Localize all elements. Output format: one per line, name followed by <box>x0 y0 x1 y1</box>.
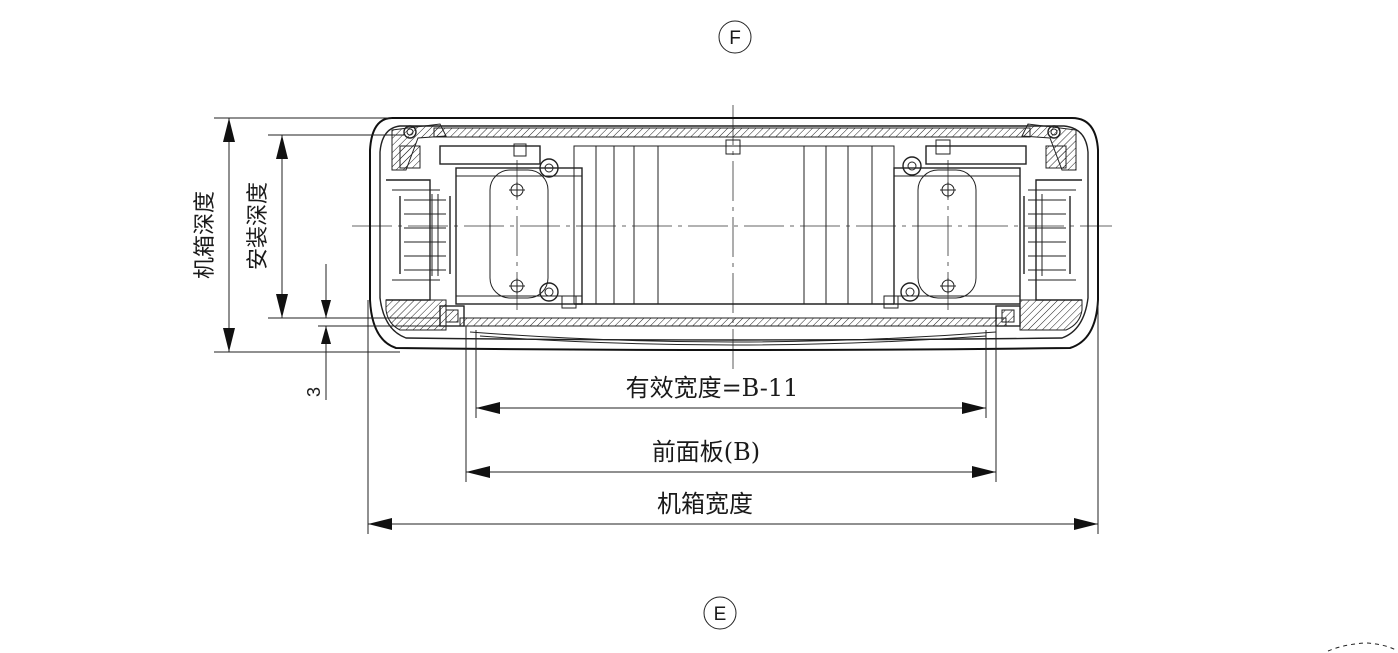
case-depth-dimension: 机箱深度 <box>193 117 400 353</box>
enclosure-housing <box>369 117 1099 351</box>
view-marker-top-label: F <box>729 28 741 49</box>
left-mounting-bracket <box>455 143 583 305</box>
center-heatsink-fins <box>561 145 899 309</box>
case-width-dimension: 机箱宽度 <box>367 300 1099 534</box>
view-marker-bottom: E <box>703 596 737 630</box>
front-panel-label: 前面板(B) <box>652 438 760 466</box>
mount-depth-dimension: 安装深度 <box>246 134 440 319</box>
right-corner-profile <box>995 123 1083 331</box>
right-terminal-strip <box>1023 194 1071 276</box>
top-guide-rail <box>439 139 1027 165</box>
left-terminal-strip <box>399 194 451 276</box>
view-marker-bottom-label: E <box>714 604 727 625</box>
case-width-label: 机箱宽度 <box>657 490 753 518</box>
front-panel-dimension: 前面板(B) <box>465 326 997 482</box>
right-mounting-bracket <box>893 156 1021 305</box>
mount-depth-label: 安装深度 <box>246 182 271 270</box>
view-marker-top: F <box>718 20 752 54</box>
effective-width-dimension: 有效宽度=B-11 <box>475 330 987 418</box>
offset-label: 3 <box>304 387 324 397</box>
left-corner-profile <box>385 123 465 331</box>
effective-width-label: 有效宽度=B-11 <box>626 374 799 402</box>
offset-dimension: 3 <box>304 264 470 400</box>
corner-fragment <box>1327 642 1397 652</box>
case-depth-label: 机箱深度 <box>193 191 218 279</box>
